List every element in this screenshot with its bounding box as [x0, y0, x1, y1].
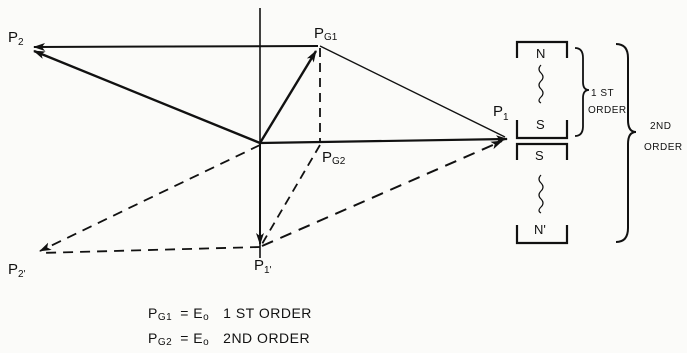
second-order-brace	[615, 43, 637, 243]
label-pg1: PG1	[314, 25, 338, 43]
first-order-label-line2: ORDER	[588, 105, 627, 116]
lower-spring-icon	[538, 174, 544, 214]
upper-spring-icon	[538, 64, 544, 104]
label-p1: P1	[493, 103, 509, 123]
arrow-origin-to-p2	[33, 49, 261, 145]
dashed-p1-prime-to-p1	[261, 140, 503, 247]
dashed-p1-prime-to-p2-prime	[39, 246, 261, 254]
arrow-origin-to-p1	[259, 135, 508, 145]
line-pg1-to-p1	[319, 45, 506, 138]
upper-south-pole: S	[536, 117, 545, 132]
upper-north-pole: N	[536, 46, 545, 61]
dashed-origin-to-p2-prime	[39, 144, 261, 252]
lower-north-pole: N'	[534, 222, 546, 237]
arrow-origin-to-pg1	[258, 50, 318, 144]
first-order-label-line1: 1 ST	[591, 88, 614, 99]
second-order-label-line1: 2ND	[650, 121, 672, 132]
lower-magnet-bracket	[515, 142, 569, 245]
label-p2: P2	[8, 29, 24, 48]
upper-magnet-bracket	[515, 40, 569, 140]
label-p2-prime: P2'	[8, 261, 26, 280]
label-p1-prime: P1'	[254, 257, 272, 276]
first-order-brace	[574, 47, 590, 137]
dashed-pg2-to-p1-prime	[261, 144, 321, 245]
second-order-label-line2: ORDER	[644, 142, 683, 153]
label-pg2: PG2	[322, 149, 346, 167]
lower-south-pole: S	[535, 148, 544, 163]
line-pg1-to-p2	[33, 42, 319, 51]
